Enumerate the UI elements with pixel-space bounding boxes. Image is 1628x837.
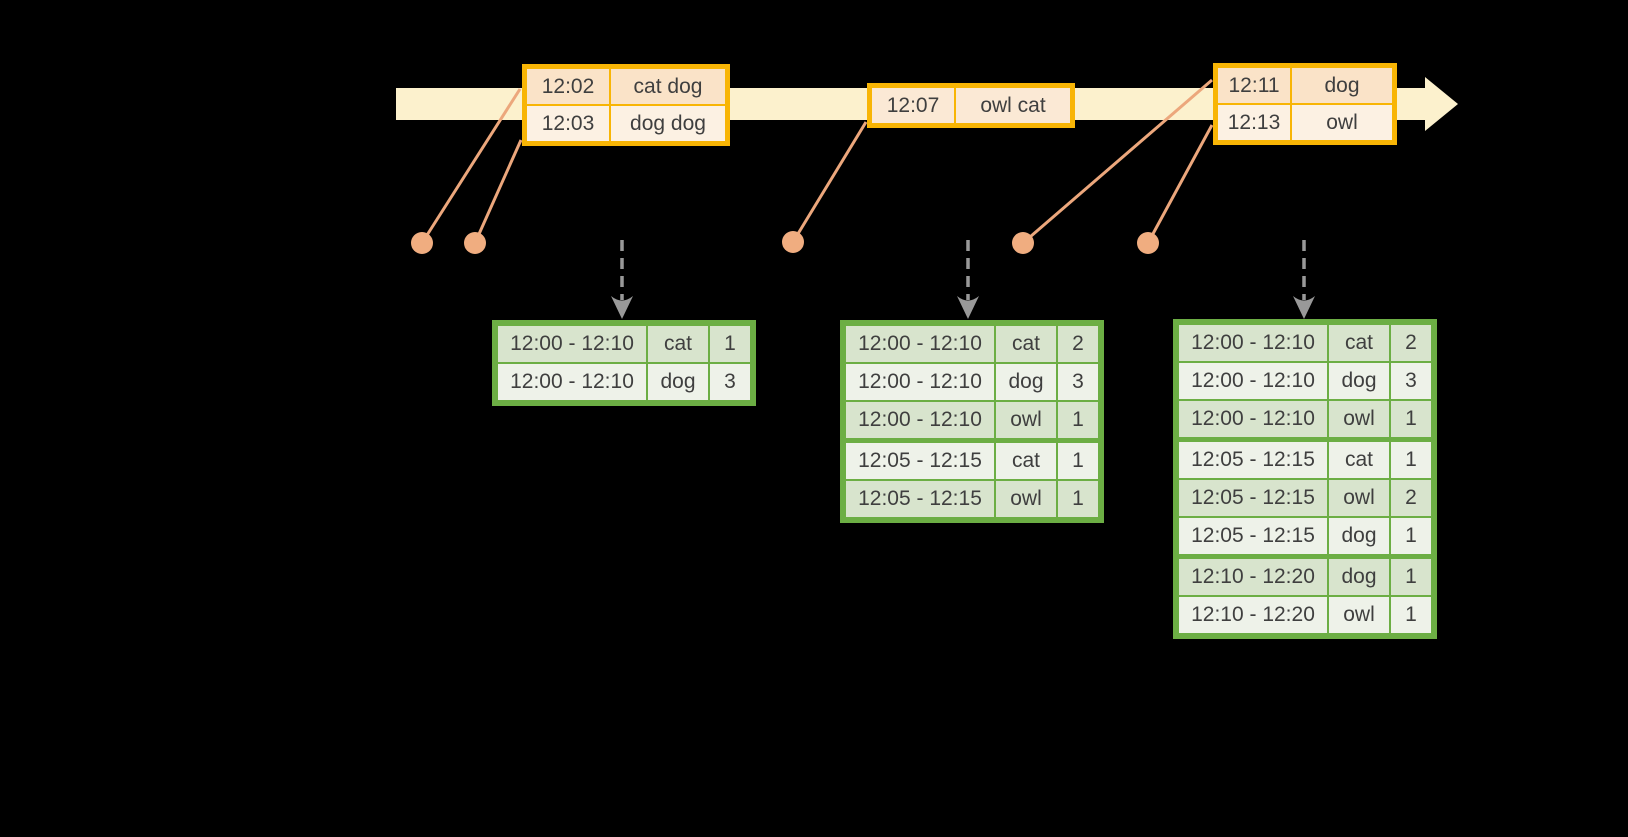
table-cell: 1 xyxy=(1389,595,1433,635)
table-cell: 12:00 - 12:10 xyxy=(496,362,648,402)
table-cell: 2 xyxy=(1389,323,1433,363)
table-cell: 12:02 xyxy=(525,67,611,106)
connector-line xyxy=(420,88,522,244)
table-cell: cat xyxy=(646,324,710,364)
table-cell: 12:00 - 12:10 xyxy=(496,324,648,364)
table-cell: owl xyxy=(1327,478,1391,518)
event-dot xyxy=(1012,232,1034,254)
table-cell: 12:05 - 12:15 xyxy=(1177,437,1329,480)
table-cell: dog xyxy=(1290,66,1394,105)
table-cell: cat xyxy=(1327,437,1391,480)
table-cell: 12:05 - 12:15 xyxy=(1177,516,1329,558)
table-cell: 1 xyxy=(1389,554,1433,597)
table-cell: 1 xyxy=(1056,479,1100,519)
table-cell: 12:10 - 12:20 xyxy=(1177,554,1329,597)
table-cell: owl xyxy=(994,479,1058,519)
table-cell: 12:05 - 12:15 xyxy=(844,438,996,481)
connector-line xyxy=(791,121,868,243)
table-cell: 12:10 - 12:20 xyxy=(1177,595,1329,635)
table-cell: 12:07 xyxy=(870,86,956,125)
table-cell: dog xyxy=(1327,361,1391,401)
table-cell: 3 xyxy=(1389,361,1433,401)
table-cell: owl xyxy=(994,400,1058,442)
down-arrow-icon xyxy=(611,296,633,319)
table-cell: 12:00 - 12:10 xyxy=(1177,399,1329,441)
table-cell: dog xyxy=(994,362,1058,402)
table-cell: owl xyxy=(1290,103,1394,142)
table-cell: dog xyxy=(1327,554,1391,597)
table-cell: 3 xyxy=(1056,362,1100,402)
table-cell: dog dog xyxy=(609,104,727,143)
down-arrow-icon xyxy=(957,296,979,319)
table-cell: owl cat xyxy=(954,86,1072,125)
table-cell: 1 xyxy=(1056,438,1100,481)
trigger-arrow xyxy=(1293,240,1315,319)
table-cell: 12:05 - 12:15 xyxy=(844,479,996,519)
table-cell: 12:03 xyxy=(525,104,611,143)
table-cell: cat dog xyxy=(609,67,727,106)
table-cell: 1 xyxy=(1389,516,1433,558)
table-cell: 12:13 xyxy=(1216,103,1292,142)
down-arrow-icon xyxy=(1293,296,1315,319)
table-cell: 1 xyxy=(1389,437,1433,480)
table-cell: 12:00 - 12:10 xyxy=(844,324,996,364)
event-dot xyxy=(782,231,804,253)
event-dot xyxy=(464,232,486,254)
table-cell: 1 xyxy=(708,324,752,364)
connector-line xyxy=(473,139,523,244)
table-cell: owl xyxy=(1327,595,1391,635)
table-cell: 3 xyxy=(708,362,752,402)
table-cell: 1 xyxy=(1056,400,1100,442)
table-cell: dog xyxy=(1327,516,1391,558)
table-cell: 2 xyxy=(1056,324,1100,364)
connector-line xyxy=(1022,78,1213,245)
trigger-arrow xyxy=(957,240,979,319)
table-cell: 12:05 - 12:15 xyxy=(1177,478,1329,518)
timeline-arrow-icon xyxy=(1425,77,1458,131)
table-cell: 12:00 - 12:10 xyxy=(1177,361,1329,401)
trigger-arrow xyxy=(611,240,633,319)
table-cell: cat xyxy=(994,324,1058,364)
connector-line xyxy=(1146,124,1214,244)
table-cell: dog xyxy=(646,362,710,402)
table-cell: 12:00 - 12:10 xyxy=(844,400,996,442)
table-cell: 1 xyxy=(1389,399,1433,441)
event-dot xyxy=(411,232,433,254)
table-cell: 12:00 - 12:10 xyxy=(1177,323,1329,363)
table-cell: 12:00 - 12:10 xyxy=(844,362,996,402)
table-cell: 2 xyxy=(1389,478,1433,518)
event-dot xyxy=(1137,232,1159,254)
table-cell: 12:11 xyxy=(1216,66,1292,105)
table-cell: owl xyxy=(1327,399,1391,441)
table-cell: cat xyxy=(1327,323,1391,363)
table-cell: cat xyxy=(994,438,1058,481)
